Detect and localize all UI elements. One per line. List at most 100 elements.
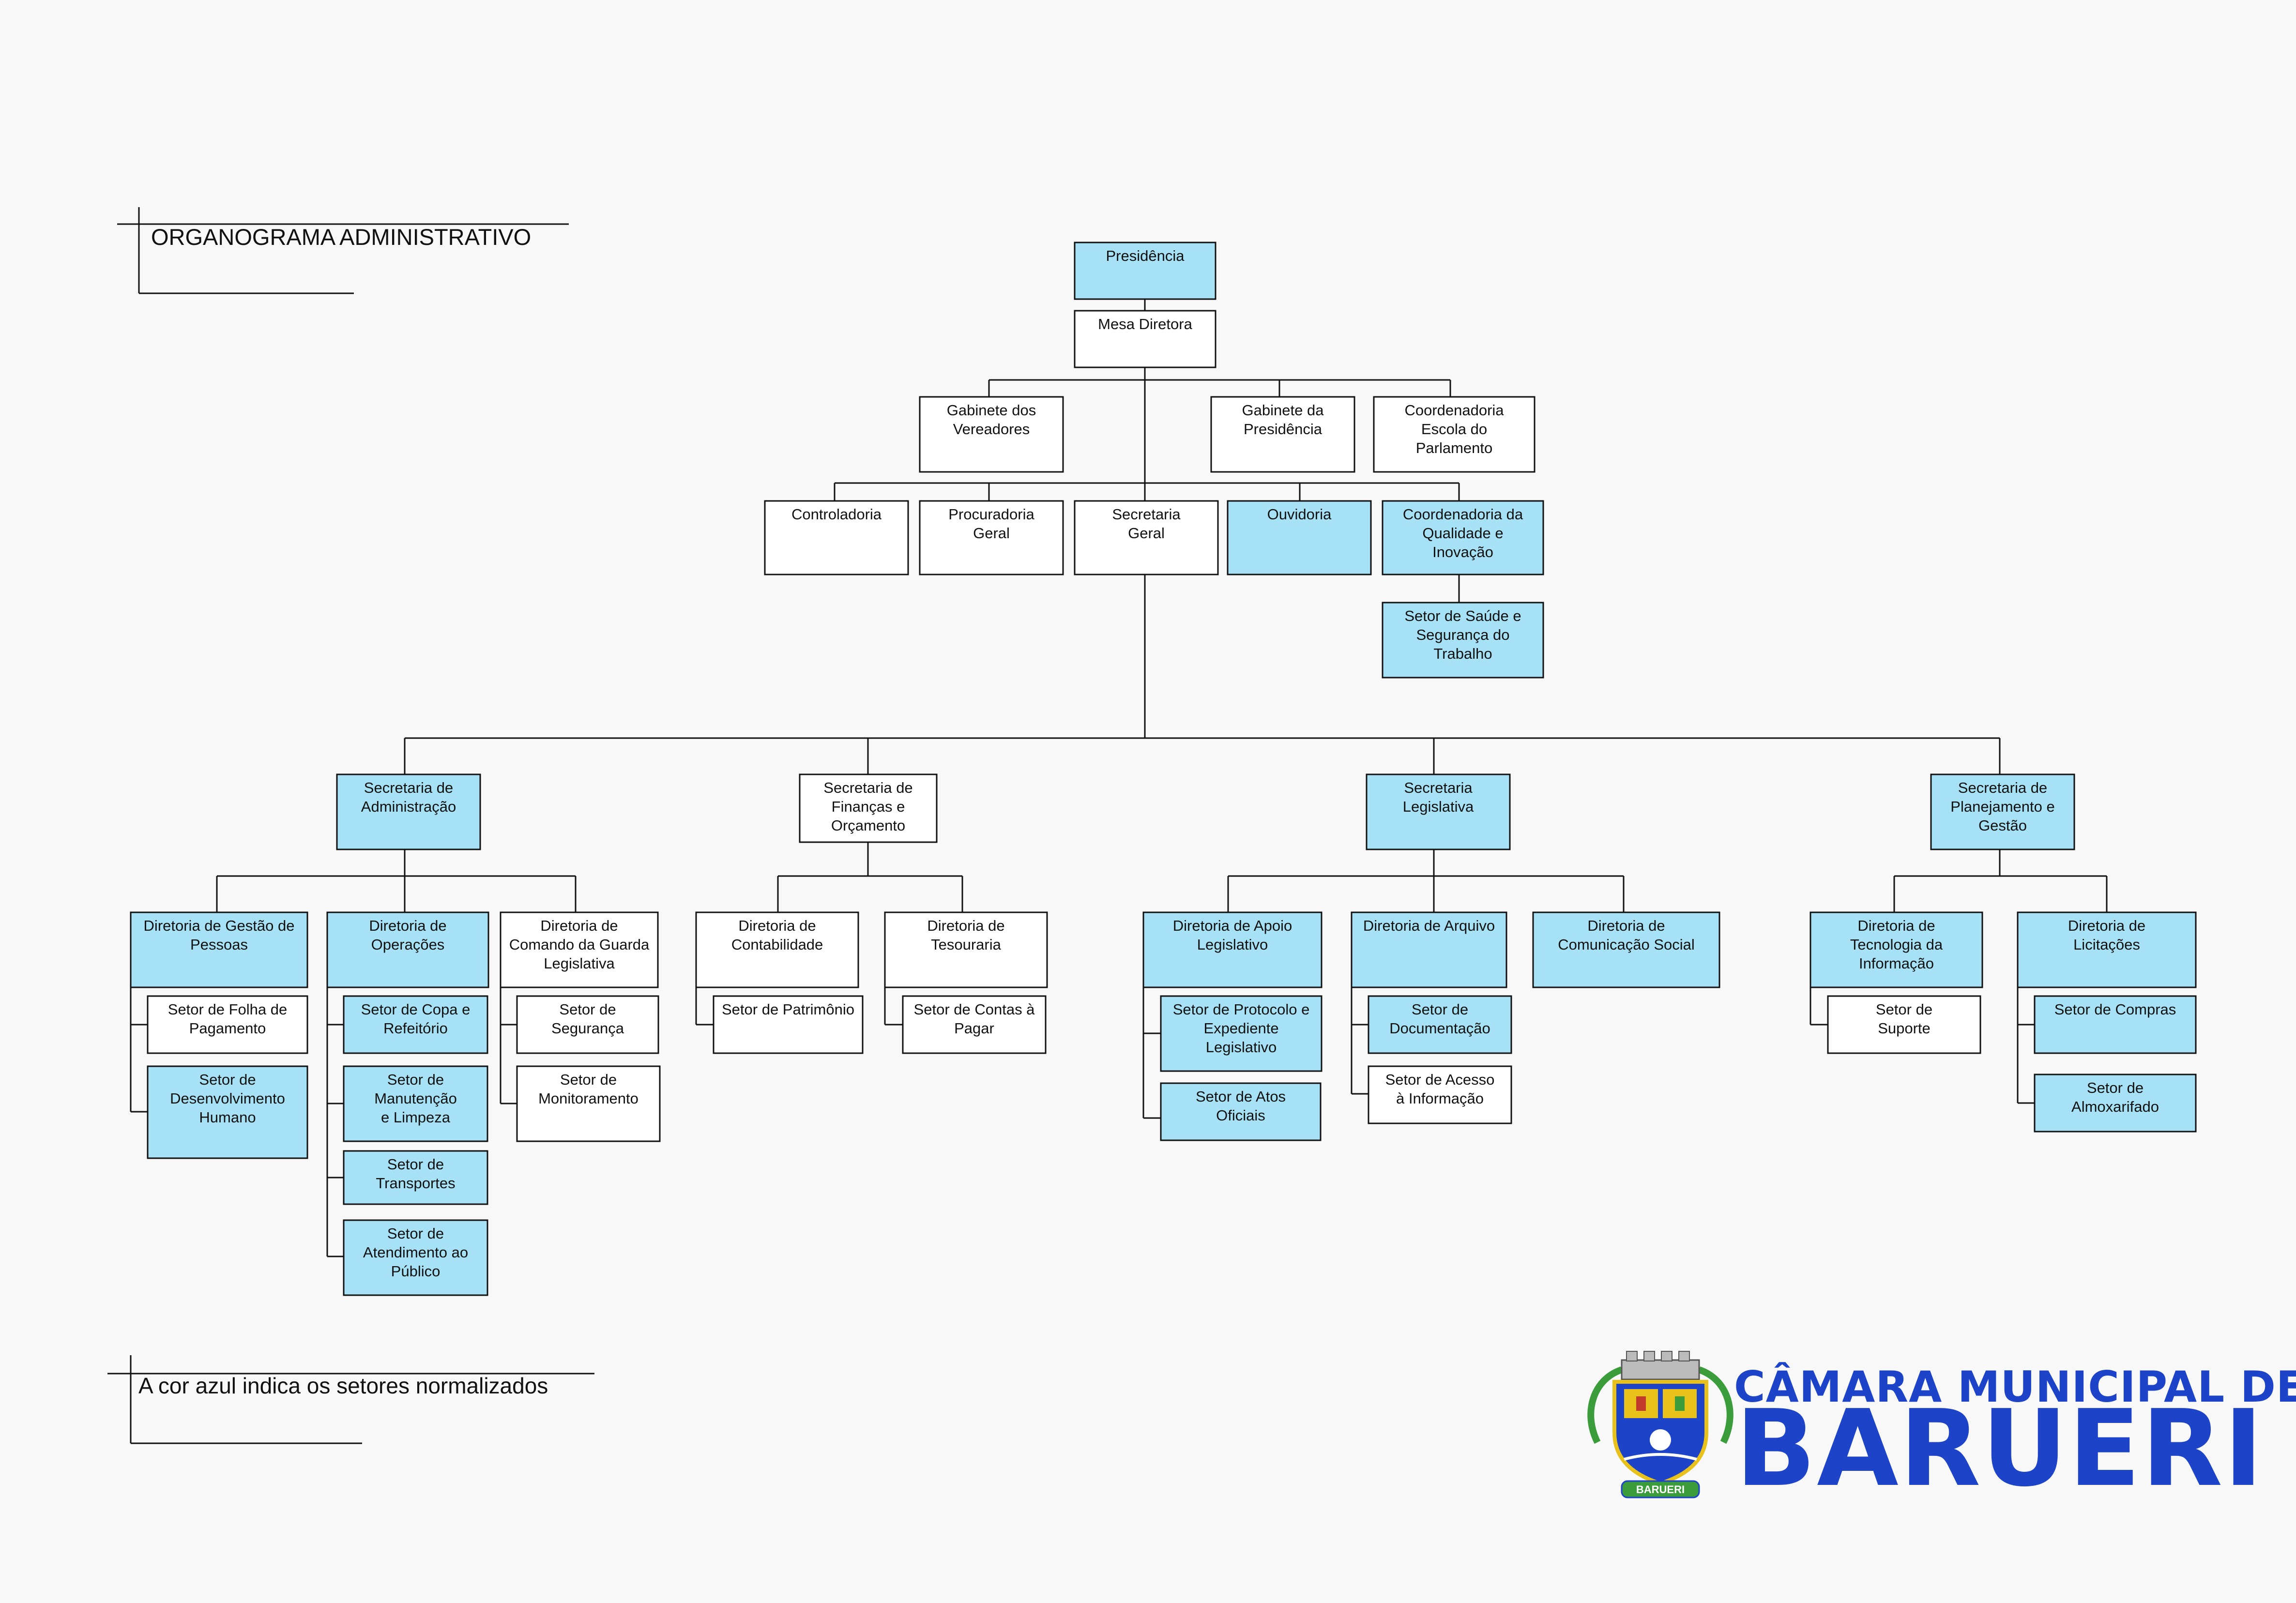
node-box [884,911,1048,988]
node-label: Setor de [387,1071,444,1088]
node-label: Setor de Folha de [168,1001,287,1018]
node-label: Expediente [1203,1020,1278,1037]
node-box [343,995,488,1054]
node-label: Secretaria de [823,779,912,796]
node-box [1351,911,1507,988]
node-label: Setor de [559,1001,616,1018]
node-box [147,995,308,1054]
logo-line-1: CÂMARA MUNICIPAL DE [1734,1362,2296,1412]
node-label: Qualidade e [1422,525,1503,542]
node-label: Monitoramento [538,1090,639,1107]
node-label: Tecnologia da [1850,936,1943,953]
node-box [336,773,481,850]
node-label: Diretoria de [738,917,816,934]
org-node-dir-tes: Diretoria de Tesouraria [884,911,1048,988]
node-label: Secretaria de [1958,779,2047,796]
node-label: Licitações [2073,936,2140,953]
node-box [1532,911,1720,988]
node-box [516,1065,661,1142]
node-label: Escola do [1421,421,1487,438]
node-label: Segurança [551,1020,624,1037]
node-box [919,500,1064,575]
node-label: Coordenadoria [1404,402,1504,419]
node-label: Operações [371,936,445,953]
node-box [713,995,864,1054]
org-node-monit: Setor de Monitoramento [516,1065,661,1142]
node-label: Diretoria de Gestão de [144,917,295,934]
node-label: Setor de [560,1071,617,1088]
node-label: e Limpeza [381,1109,451,1126]
node-label: Setor de [1876,1001,1932,1018]
node-label: Setor de Compras [2054,1001,2176,1018]
node-label: Almoxarifado [2071,1098,2159,1115]
node-box [764,500,909,575]
node-label: Ouvidoria [1267,506,1332,523]
node-box [902,995,1047,1054]
node-label: Tesouraria [931,936,1001,953]
node-label: Procuradoria [948,506,1034,523]
node-label: Secretaria [1112,506,1181,523]
emblem-label: BARUERI [1636,1483,1685,1496]
node-label: Trabalho [1433,645,1492,662]
org-node-seguranca: Setor de Segurança [516,995,659,1054]
node-box [326,911,489,988]
node-box [130,911,308,988]
node-box [1809,911,1983,988]
node-label: Diretoria de [927,917,1004,934]
node-box [1368,995,1512,1054]
node-label: Público [391,1263,441,1280]
node-label: Setor de [199,1071,256,1088]
node-label: Diretoria de [540,917,618,934]
node-label: Setor de Protocolo e [1173,1001,1310,1018]
node-label: Setor de Atos [1196,1088,1286,1105]
node-label: Oficiais [1216,1107,1265,1124]
org-node-protocolo: Setor de Protocolo eExpedienteLegislativ… [1160,995,1323,1072]
node-label: Presidência [1244,421,1323,438]
org-node-mesa: Mesa Diretora [1074,310,1216,368]
node-box [1368,1065,1512,1124]
node-label: Desenvolvimento [170,1090,285,1107]
node-label: Comunicação Social [1558,936,1695,953]
node-label: Comando da Guarda [509,936,650,953]
node-label: Diretoria de [1857,917,1935,934]
org-node-compras: Setor de Compras [2034,995,2197,1054]
node-label: Setor de [1412,1001,1468,1018]
node-box [799,773,938,843]
node-box [2034,1074,2197,1133]
node-box [1160,995,1323,1072]
node-label: Administração [361,798,456,815]
org-node-presidencia: Presidência [1074,242,1216,300]
node-label: Finanças e [832,798,905,815]
node-label: Gabinete dos [947,402,1036,419]
node-label: Controladoria [791,506,882,523]
node-label: Setor de [387,1156,444,1173]
node-label: Setor de Contas à [914,1001,1035,1018]
node-box [919,396,1064,473]
node-label: Setor de Copa e [361,1001,471,1018]
node-label: Secretaria [1404,779,1473,796]
node-label: Legislativa [544,955,615,972]
node-label: à Informação [1396,1090,1484,1107]
node-label: Segurança do [1416,626,1509,643]
node-box [1074,500,1219,575]
node-label: Geral [973,525,1010,542]
legend-frame [107,1355,594,1444]
org-node-dir-arq: Diretoria de Arquivo [1351,911,1507,988]
node-label: Secretaria de [364,779,453,796]
node-label: Documentação [1389,1020,1490,1037]
node-label: Parlamento [1416,439,1493,456]
